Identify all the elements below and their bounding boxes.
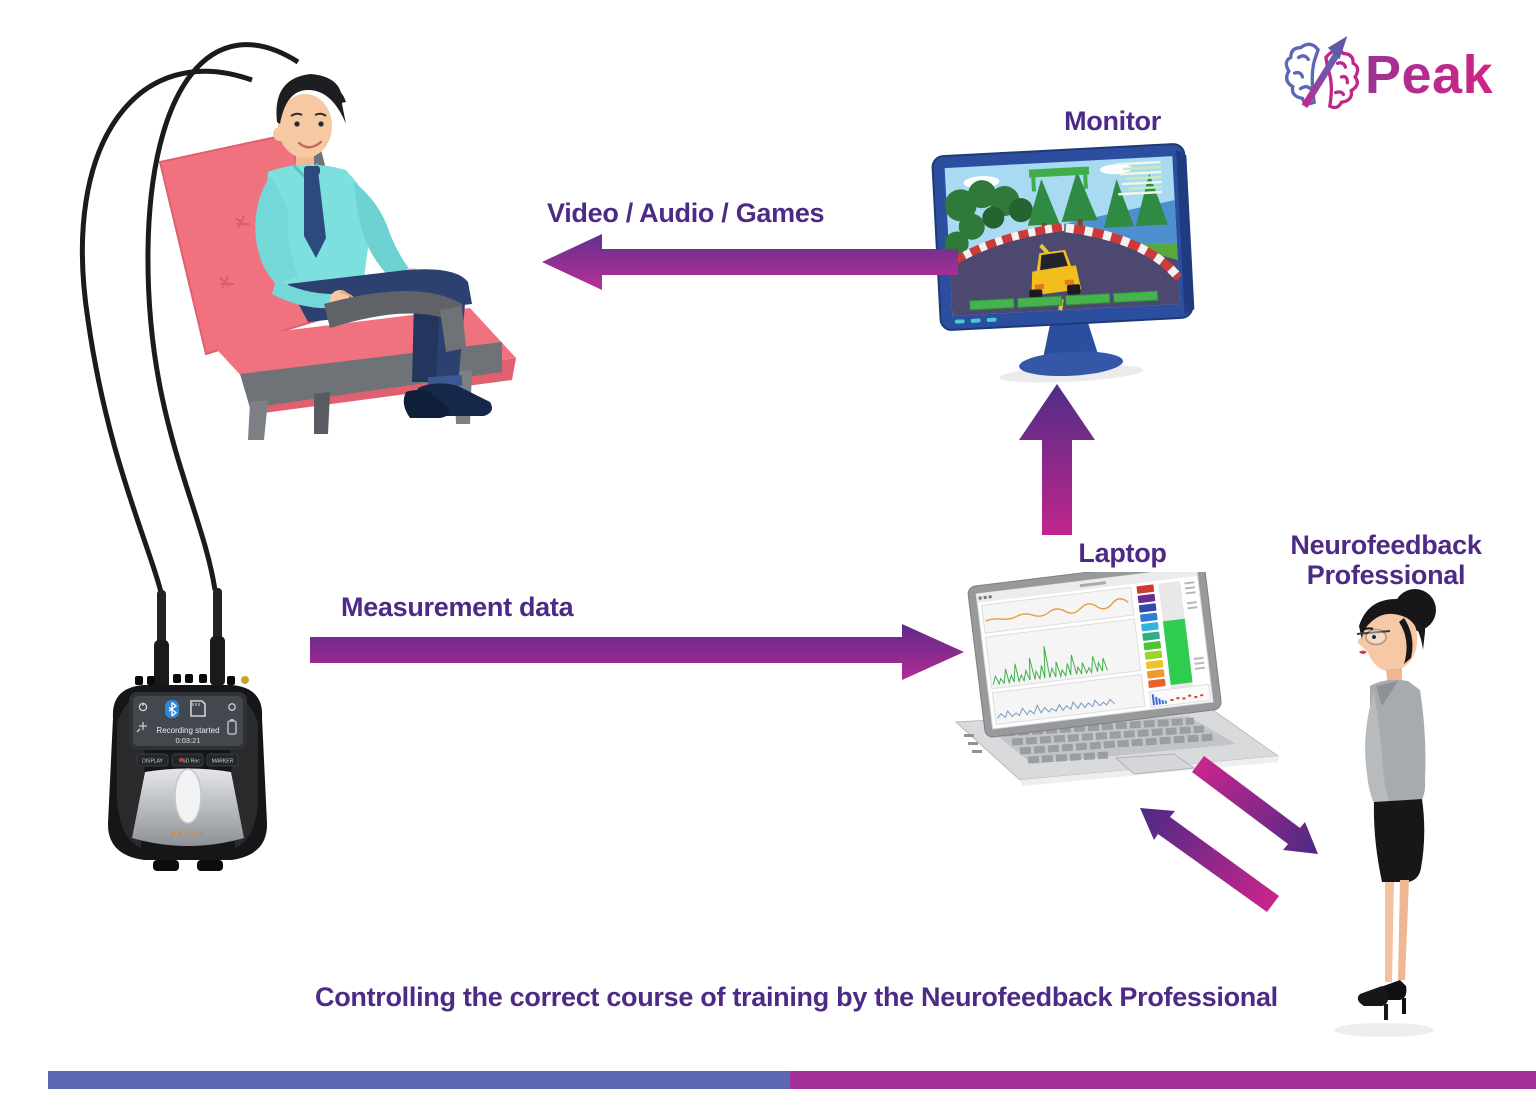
eeg-device: Recording started 0:03:21 DISPLAY SD Rec… [107, 588, 268, 871]
laptop-label: Laptop [1078, 538, 1167, 568]
armrest [324, 291, 462, 328]
laptop-touchpad [1114, 753, 1196, 775]
game-progress-bars [969, 290, 1159, 311]
feedback-gauge-value [1162, 618, 1193, 685]
jacket [1369, 679, 1426, 804]
laptop-screen [967, 572, 1222, 738]
sd-card-icon [190, 700, 206, 717]
power-icon [138, 702, 148, 712]
professional-illustration [1334, 589, 1436, 1037]
professional-label-line2: Professional [1306, 560, 1466, 590]
flow-label-measurement-data: Measurement data [341, 592, 574, 622]
arrow-device-to-laptop [310, 624, 964, 680]
device-status-line1: Recording started [156, 726, 219, 735]
footer-bar-magenta [790, 1071, 1536, 1089]
arrow-laptop-to-professional [1192, 756, 1318, 854]
device-button-display: DISPLAY [142, 759, 163, 765]
monitor-label: Monitor [1064, 106, 1161, 136]
brain-arrow-icon [1283, 34, 1361, 116]
antenna-icons [154, 588, 225, 690]
skirt [1373, 799, 1425, 882]
peak-logo: Peak [1283, 34, 1493, 116]
logo-text: Peak [1365, 45, 1494, 105]
device-status-line2: 0:03:21 [175, 736, 200, 745]
laptop-illustration [954, 572, 1280, 786]
lips [1359, 650, 1367, 654]
monitor-stand [1042, 318, 1099, 360]
battery-icon [227, 719, 237, 735]
professional-label: Neurofeedback Professional [1286, 530, 1486, 590]
racing-game-screen [944, 156, 1183, 316]
bluetooth-icon [165, 700, 179, 718]
device-button-sdrec: SD Rec [182, 759, 200, 765]
record-icon [228, 703, 236, 711]
frequency-band-bars [1136, 584, 1166, 689]
arrow-monitor-to-patient [542, 234, 958, 290]
footer-bar-blue [48, 1071, 790, 1089]
patient-in-chair-illustration [158, 74, 516, 440]
arrow-laptop-to-monitor [1019, 384, 1095, 535]
device-button-marker: MARKER [212, 759, 234, 765]
eeg-software-screen [976, 572, 1212, 726]
game-car [1029, 249, 1082, 300]
spectrum-histogram [1148, 683, 1212, 709]
plug-icon [136, 722, 147, 733]
device-brand: NEXUS [171, 830, 206, 837]
caption: Controlling the correct course of traini… [315, 982, 1278, 1012]
device-buttons: DISPLAY SD Rec MARKER [136, 753, 239, 767]
monitor-buttons [954, 317, 997, 324]
flow-label-video-audio-games: Video / Audio / Games [547, 198, 825, 228]
professional-label-line1: Neurofeedback [1290, 530, 1482, 560]
arrows-laptop-professional [1140, 756, 1318, 912]
monitor-illustration [931, 143, 1195, 383]
arrow-professional-to-laptop [1140, 808, 1279, 912]
